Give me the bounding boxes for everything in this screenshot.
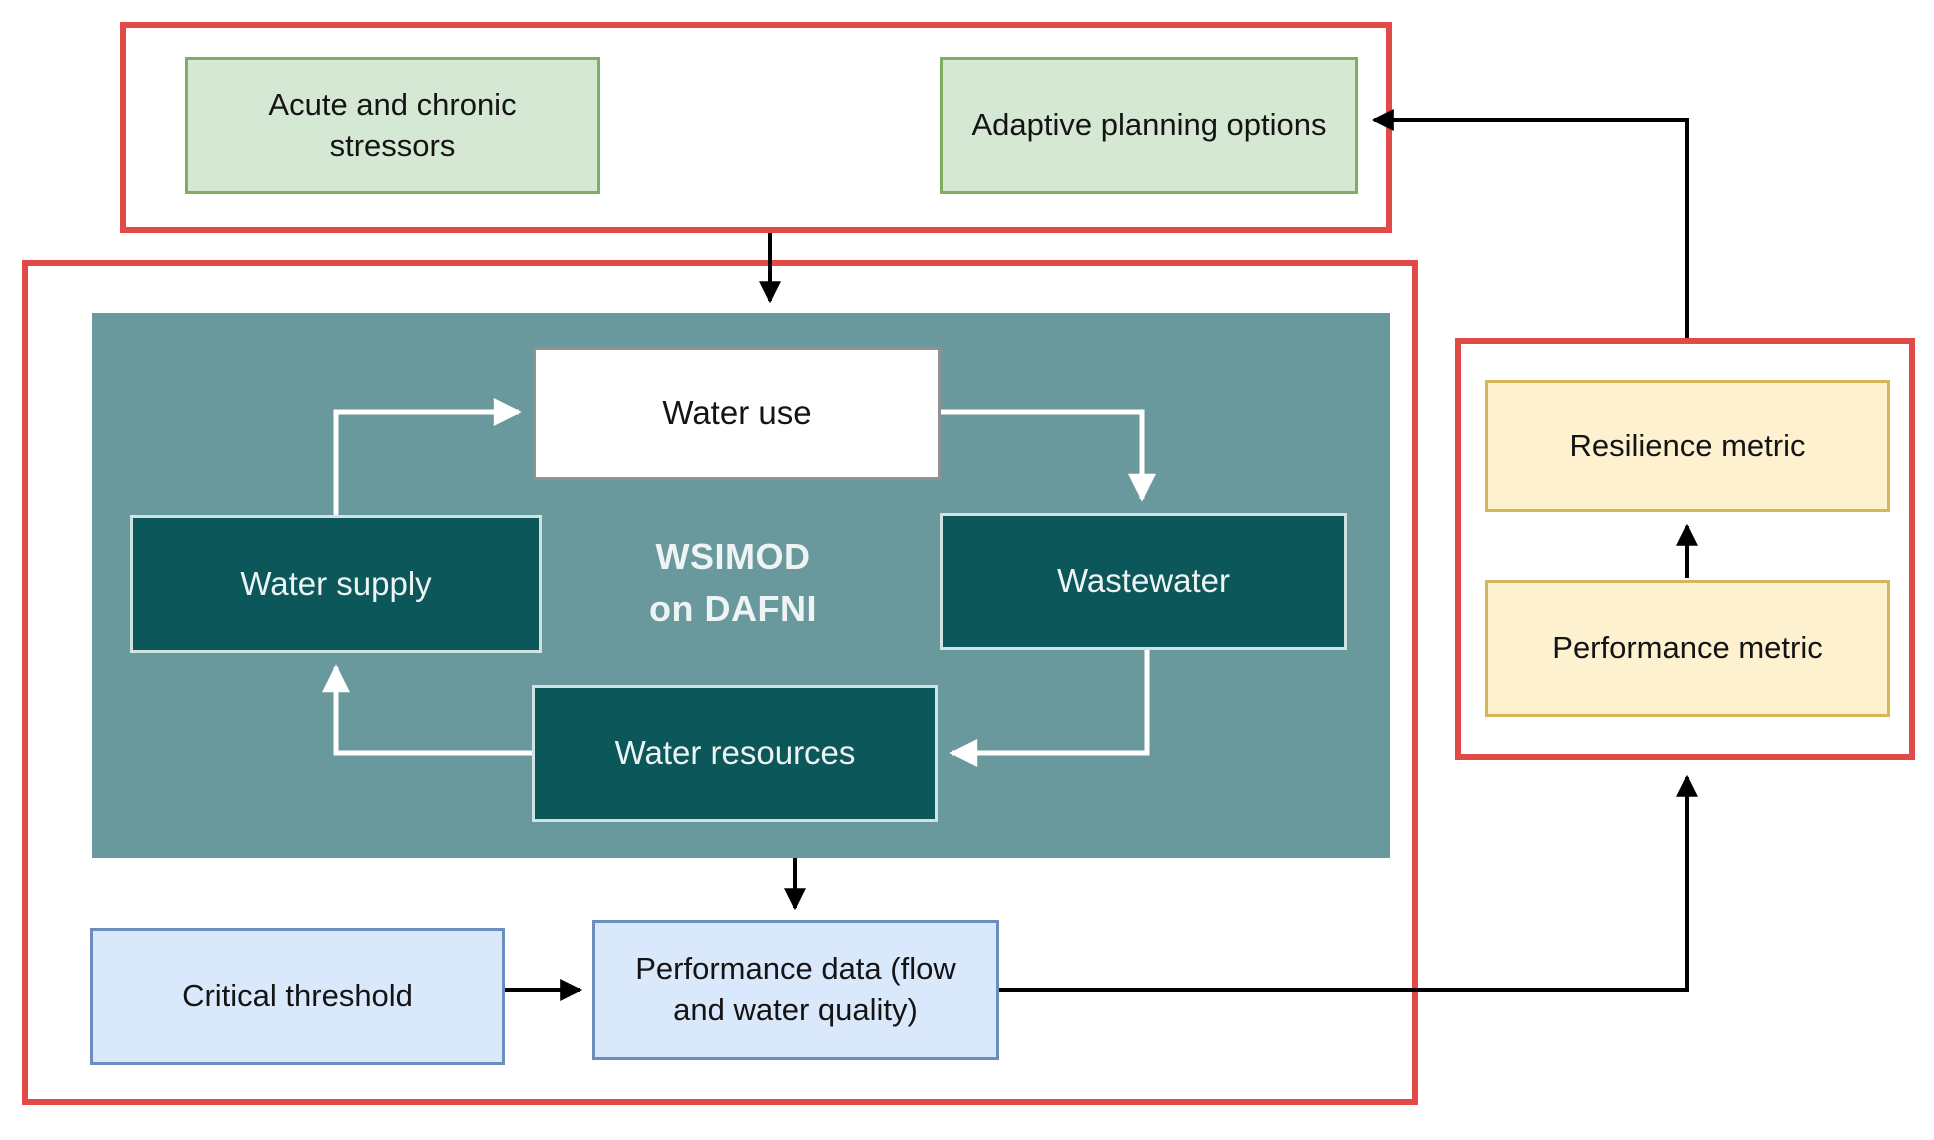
node-adaptive-planning: Adaptive planning options [940, 57, 1358, 194]
node-resilience-metric: Resilience metric [1485, 380, 1890, 512]
wsimod-on-dafni-label: WSIMOD on DAFNI [649, 535, 817, 629]
metrics-group [1455, 338, 1915, 760]
node-water-use: Water use [533, 347, 941, 480]
node-performance-data: Performance data (flow and water quality… [592, 920, 999, 1060]
node-water-supply: Water supply [130, 515, 542, 653]
node-performance-metric: Performance metric [1485, 580, 1890, 717]
node-acute-stressors: Acute and chronic stressors [185, 57, 600, 194]
node-wastewater: Wastewater [940, 513, 1347, 650]
arrow-metrics-to-adaptive-planning [1371, 109, 1689, 338]
node-water-resources: Water resources [532, 685, 938, 822]
node-critical-threshold: Critical threshold [90, 928, 505, 1065]
model-group [22, 260, 1418, 1105]
